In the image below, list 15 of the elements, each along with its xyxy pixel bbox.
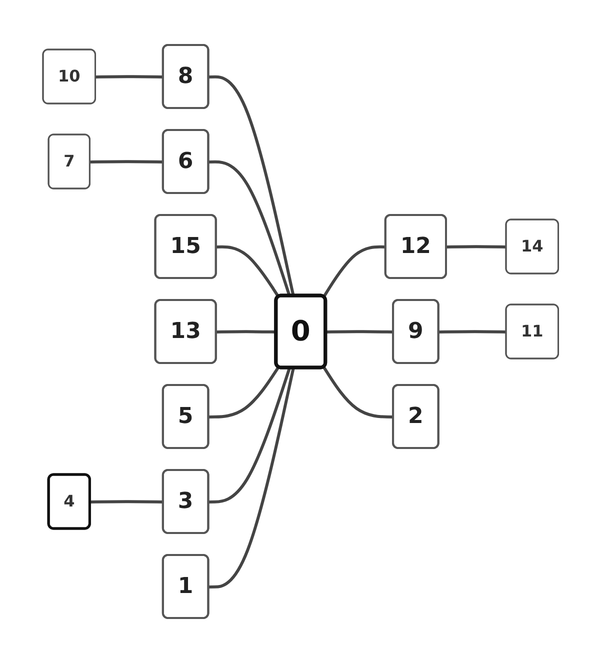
connector [322,366,394,418]
connector [96,74,164,78]
connector [216,244,280,298]
connector [326,330,394,333]
connector [322,244,386,298]
connector [208,367,291,503]
connector [208,367,295,588]
connector [446,244,506,248]
connector [90,160,164,163]
connector [208,74,295,296]
connector [438,330,506,333]
connector [208,160,291,296]
connector [208,366,280,418]
connector [216,330,276,333]
connector [90,500,164,503]
